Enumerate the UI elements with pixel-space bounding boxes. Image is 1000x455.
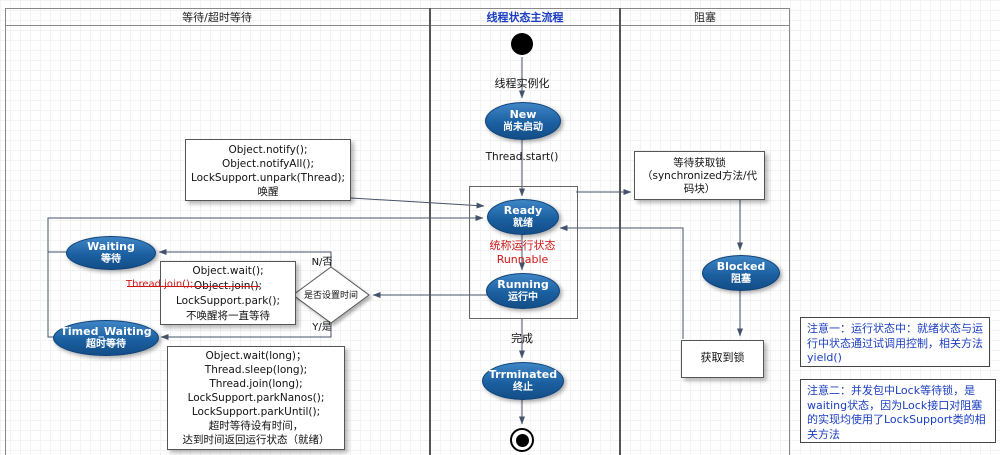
state-node-terminated: Trrminated 终止 [482,362,564,400]
state-title: Trrminated [488,367,558,381]
edge-decision-to-timedwaiting [160,323,332,340]
state-title: Waiting [87,239,135,253]
runnable-group-frame [469,186,578,319]
code-line: Thread.join(long); [209,378,303,390]
notify-methods-box: Object.notify(); Object.notifyAll(); Loc… [185,139,351,201]
state-node-ready: Ready 就绪 [487,199,559,235]
decision-diamond [292,266,370,324]
code-line: LockSupport.unpark(Thread); [190,172,346,184]
lane-divider-1 [429,8,431,455]
state-subtitle: 超时等待 [86,338,126,350]
state-subtitle: 就绪 [513,217,533,229]
code-line: Object.wait(long)； [205,350,307,362]
runnable-note-line1: 统称运行状态 [489,239,556,252]
code-line: 达到时间返回运行状态（就绪） [182,434,330,446]
edge-waits-to-ready [47,215,484,338]
note-one: 注意一：运行状态中：就绪状态与运行中状态通过试调用控制，相关方法yield() [800,317,990,367]
pool-right-border [789,8,790,455]
state-subtitle: 阻塞 [731,273,751,285]
lane-header-waiting: 等待/超时等待 [182,11,252,24]
runnable-note: 统称运行状态 Runnable [469,239,576,267]
state-title: New [509,107,537,121]
state-title: Timed_Waiting [60,324,152,338]
state-title: Ready [503,203,543,217]
edge-label-complete: 完成 [511,332,533,345]
handwritten-correction: Thread.join(); [126,279,194,290]
note-two: 注意二：并发包中Lock等待锁，是waiting状态，因为Lock接口对阻塞的实… [800,379,996,443]
strikethrough-line [127,286,260,287]
decision-label-no: N/否 [311,257,333,268]
code-line: Object.notifyAll(); [221,158,315,170]
lane-header-main-flow: 线程状态主流程 [486,11,564,24]
state-title: Running [497,277,549,291]
runnable-note-line2: Runnable [496,253,549,266]
edge-decision-to-waiting [158,249,332,267]
end-node [510,428,534,452]
code-line: Thread.sleep(long); [204,364,308,376]
edge-label-instantiate: 线程实例化 [494,77,550,90]
state-subtitle: 终止 [513,381,533,393]
lock-wait-line2: （synchronized方法/代码块） [641,170,758,195]
code-line: 超时等待设有时间， [208,420,304,432]
state-node-timed-waiting: Timed_Waiting 超时等待 [53,320,159,356]
code-line: 不唤醒将一直等待 [186,310,270,322]
state-node-running: Running 运行中 [486,273,560,309]
state-node-blocked: Blocked 阻塞 [702,255,780,291]
start-node [511,33,533,55]
lane-divider-2 [619,8,621,455]
decision-label-yes: Y/是 [312,322,332,333]
pool-header-separator [5,25,790,26]
code-line: LockSupport.parkNanos(); [187,392,325,404]
got-lock-box: 获取到锁 [681,340,764,378]
lane-header-blocked: 阻塞 [694,11,716,24]
pool-left-border [5,8,6,455]
state-node-new: New 尚未启动 [485,102,561,140]
state-subtitle: 运行中 [508,291,538,303]
lock-wait-line1: 等待获取锁 [673,157,726,169]
code-line: 唤醒 [257,186,279,198]
state-subtitle: 尚未启动 [503,121,543,133]
code-line: Object.wait(); [192,265,264,277]
end-node-dot [515,433,529,447]
code-line: Object.notify(); [228,144,308,156]
lock-wait-box: 等待获取锁 （synchronized方法/代码块） [634,151,765,200]
code-line: LockSupport.parkUntil(); [191,406,321,418]
decision-text: 是否设置时间 [303,291,358,301]
code-line: LockSupport.park(); [175,295,280,307]
edge-label-thread-start: Thread.start() [485,151,559,163]
pool-top-border [5,8,790,9]
edge-notify-to-ready [350,197,485,209]
state-title: Blocked [716,259,766,273]
timed-wait-methods-box: Object.wait(long)； Thread.sleep(long); T… [167,346,345,450]
state-node-waiting: Waiting 等待 [66,236,156,270]
state-subtitle: 等待 [101,253,121,265]
edge-gotlock-to-ready [559,225,684,339]
wait-methods-box: Object.wait(); Object.join(); LockSuppor… [160,261,296,325]
